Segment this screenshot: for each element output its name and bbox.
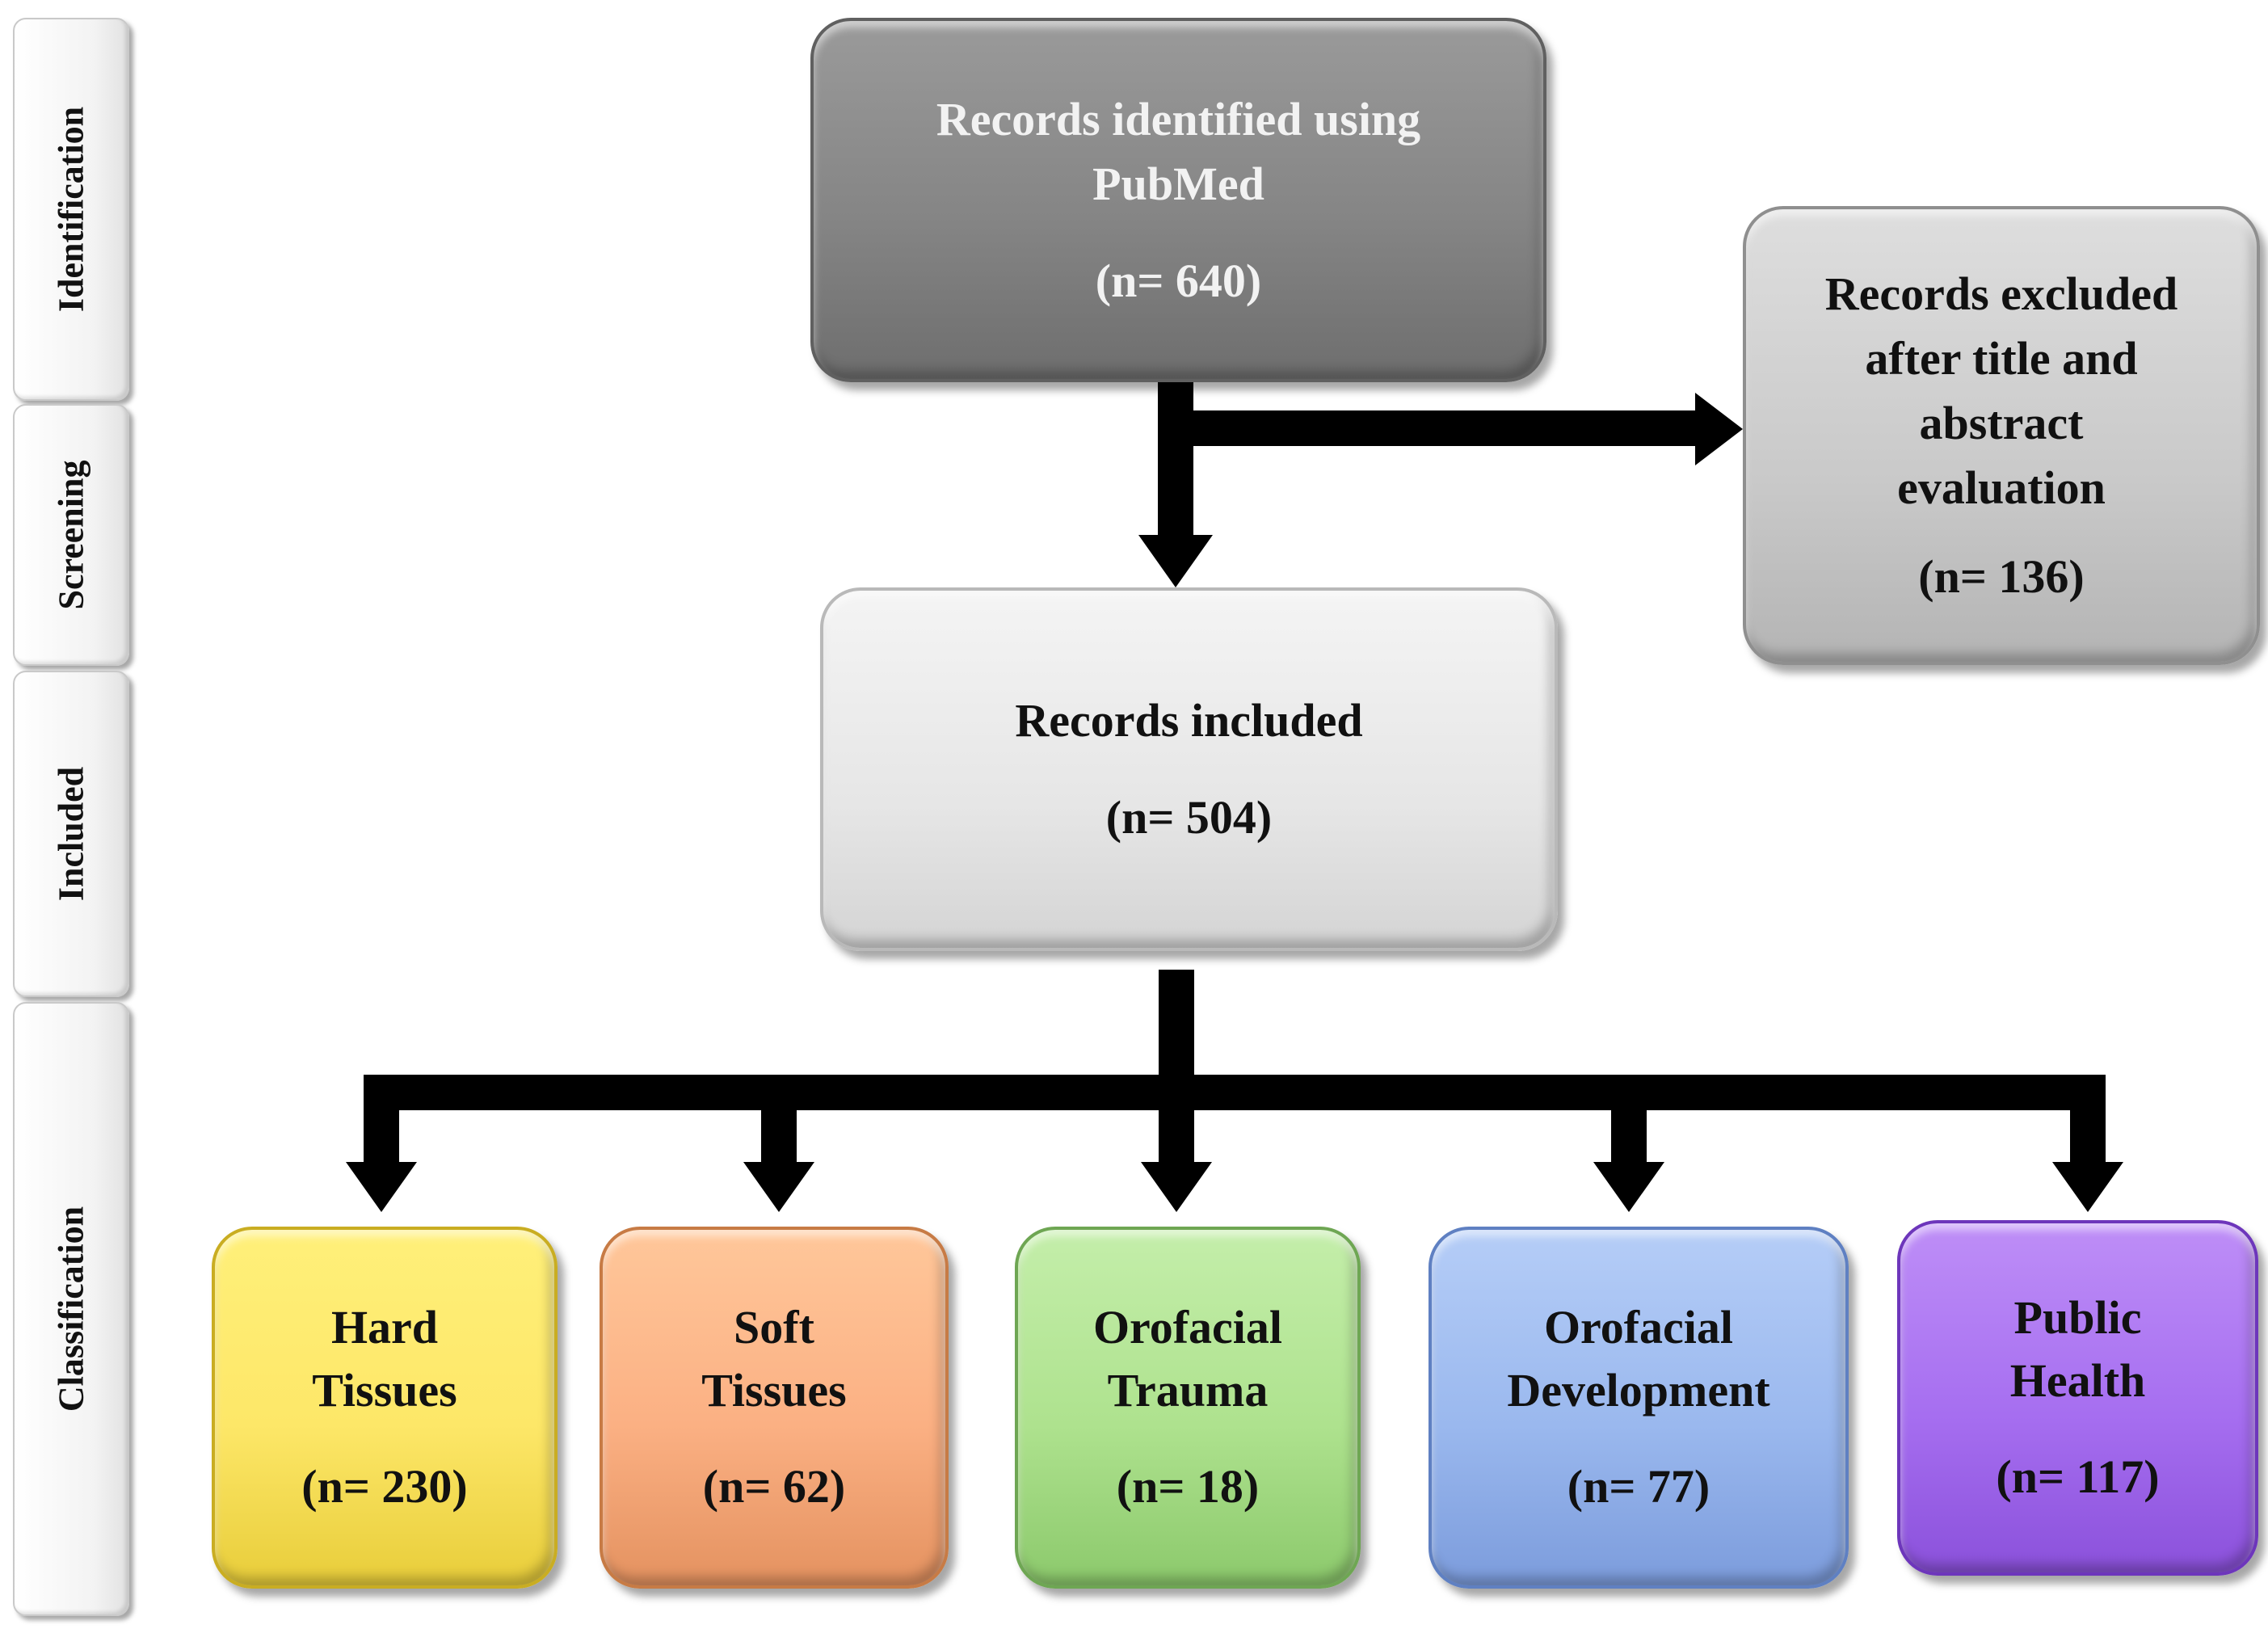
arrow-trauma-head	[1141, 1162, 1212, 1212]
arrow-dev-stem	[1611, 1092, 1647, 1165]
category-count: (n= 77)	[1567, 1460, 1710, 1513]
arrow-soft-head	[743, 1162, 814, 1212]
category-count: (n= 18)	[1116, 1460, 1260, 1513]
category-hard-tissues: Hard Tissues (n= 230)	[212, 1227, 558, 1589]
arrow-identified-stem	[1158, 376, 1193, 545]
records-identified-box: Records identified using PubMed (n= 640)	[810, 18, 1546, 382]
category-title: Hard Tissues	[312, 1301, 457, 1416]
records-included-count: (n= 504)	[1105, 791, 1273, 844]
records-included-box: Records included (n= 504)	[820, 587, 1558, 951]
category-title: Orofacial Development	[1507, 1301, 1770, 1416]
category-public-health: Public Health (n= 117)	[1897, 1220, 2258, 1576]
records-excluded-box: Records excluded after title and abstrac…	[1743, 206, 2260, 665]
arrow-excluded-head	[1695, 393, 1743, 465]
arrow-trauma-stem	[1159, 1092, 1194, 1165]
arrow-public-stem	[2070, 1075, 2106, 1165]
category-orofacial-trauma: Orofacial Trauma (n= 18)	[1015, 1227, 1361, 1589]
records-included-title: Records included	[1015, 694, 1363, 747]
arrow-identified-head	[1138, 535, 1213, 587]
arrow-public-head	[2052, 1162, 2123, 1212]
stage-identification: Identification	[13, 18, 129, 401]
records-identified-count: (n= 640)	[1095, 254, 1262, 307]
arrow-hard-head	[346, 1162, 417, 1212]
stage-included: Included	[13, 671, 129, 997]
category-count: (n= 230)	[301, 1460, 468, 1513]
records-excluded-count: (n= 136)	[1918, 550, 2085, 603]
classification-bar	[364, 1075, 2106, 1110]
category-soft-tissues: Soft Tissues (n= 62)	[600, 1227, 949, 1589]
arrow-included-stem	[1159, 970, 1194, 1083]
category-count: (n= 62)	[702, 1460, 846, 1513]
category-orofacial-development: Orofacial Development (n= 77)	[1429, 1227, 1849, 1589]
stage-screening: Screening	[13, 404, 129, 666]
arrow-hard-stem	[364, 1075, 399, 1165]
category-title: Soft Tissues	[701, 1301, 847, 1416]
arrow-dev-head	[1593, 1162, 1664, 1212]
arrow-soft-stem	[761, 1092, 797, 1165]
category-title: Public Health	[2009, 1291, 2146, 1407]
stage-classification: Classification	[13, 1002, 129, 1616]
records-identified-title: Records identified using PubMed	[936, 92, 1421, 210]
records-excluded-title: Records excluded after title and abstrac…	[1824, 267, 2178, 514]
category-count: (n= 117)	[1996, 1450, 2160, 1503]
arrow-excluded-stem	[1193, 410, 1701, 446]
category-title: Orofacial Trauma	[1092, 1301, 1283, 1416]
